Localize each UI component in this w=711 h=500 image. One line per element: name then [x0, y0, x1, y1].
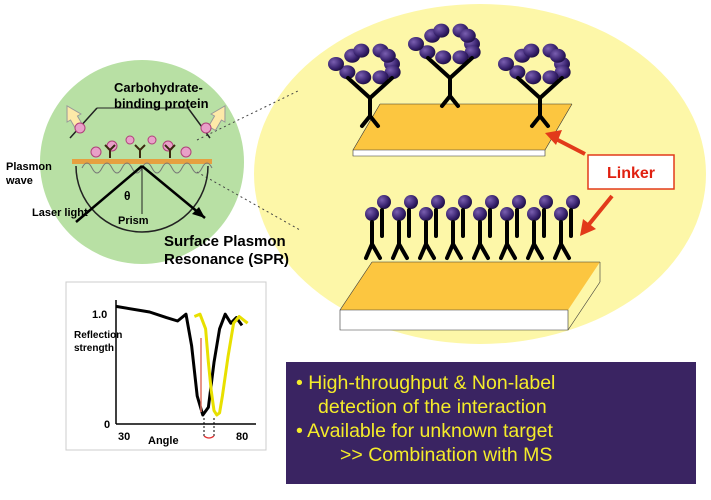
lower-linker [526, 208, 546, 260]
prism-label: Prism [118, 215, 149, 227]
protein-label-2: binding protein [114, 96, 209, 111]
sugar-bead [365, 207, 379, 221]
lower-linker [499, 208, 519, 260]
lower-linker [391, 208, 411, 260]
y-tick-0: 0 [104, 419, 110, 431]
shift-marker [203, 435, 215, 439]
upper-linker [346, 76, 394, 128]
sugar-bead [566, 195, 580, 209]
sugar-bead [523, 43, 540, 58]
chart-series-0 [115, 304, 244, 417]
sugar-bead [339, 65, 356, 80]
lower-linker [553, 208, 573, 260]
sugar-bead [554, 65, 571, 80]
sugar-bead [512, 195, 526, 209]
sugar-bead [500, 207, 514, 221]
chart-series-group [115, 304, 249, 417]
sugar-bead [527, 207, 541, 221]
theta-label: θ [124, 189, 131, 203]
resonance-dashes [203, 418, 215, 436]
laser-label: Laser light [32, 207, 88, 219]
chart-series-1 [193, 312, 249, 417]
lower-linker [472, 208, 492, 260]
sugar-bead [539, 195, 553, 209]
sugar-bead [404, 195, 418, 209]
sugar-bead [328, 57, 344, 71]
sugar-bead [377, 195, 391, 209]
sugar-bead [355, 70, 372, 85]
sugar-bead [549, 48, 566, 63]
x-tick-30: 30 [118, 431, 130, 443]
sugar-bead [485, 195, 499, 209]
upper-bead-group [328, 23, 571, 85]
sugar-bead [452, 50, 469, 65]
upper-linker [426, 56, 474, 108]
sugar-bead [408, 37, 424, 51]
sugar-bead [498, 57, 514, 71]
y-tick-1: 1.0 [92, 309, 107, 321]
chart-frame [65, 281, 267, 451]
plasmon-label-1: Plasmon [6, 161, 52, 173]
protein-label-1: Carbohydrate- [114, 80, 203, 95]
sugar-bead [464, 45, 481, 60]
sugar-bead [372, 70, 389, 85]
spr-title-2: Resonance (SPR) [164, 251, 289, 268]
sugar-bead [554, 207, 568, 221]
info-box: • High-throughput & Non-label detection … [286, 362, 696, 484]
sugar-bead [446, 207, 460, 221]
zoom-lines [196, 89, 301, 231]
sugar-bead [431, 195, 445, 209]
lower-linker [445, 208, 465, 260]
upper-linker-group [346, 56, 564, 128]
y-axis-label-1: Reflection [74, 330, 122, 341]
sugar-bead [419, 207, 433, 221]
lower-chip [339, 195, 601, 331]
lower-linker [418, 208, 438, 260]
info-line-4: >> Combination with MS [340, 444, 553, 466]
info-line-1: • High-throughput & Non-label [296, 372, 556, 394]
spr-apparatus [66, 105, 226, 233]
sugar-bead [433, 23, 450, 38]
linker-box [587, 154, 675, 190]
sugar-bead [509, 65, 526, 80]
sugar-bead [392, 207, 406, 221]
info-line-2: detection of the interaction [318, 396, 547, 418]
plasmon-label-2: wave [5, 175, 33, 187]
lower-linker-group [364, 208, 573, 260]
sugar-bead [435, 50, 452, 65]
sugar-bead [379, 48, 396, 63]
upper-linker [516, 76, 564, 128]
sugar-bead [419, 45, 436, 60]
lower-bead-group [365, 195, 580, 221]
linker-arrows [545, 130, 614, 236]
sugar-bead [542, 70, 559, 85]
sugar-bead [458, 195, 472, 209]
reflection-chart: Reflection strength Angle 1.0 0 30 80 [65, 281, 267, 451]
y-axis-label-2: strength [74, 343, 114, 354]
sugar-bead [384, 65, 401, 80]
spr-title-1: Surface Plasmon [164, 233, 286, 250]
sugar-bead [473, 207, 487, 221]
x-tick-80: 80 [236, 431, 248, 443]
x-axis-label: Angle [148, 435, 179, 447]
linker-label: Linker [607, 165, 655, 182]
lower-linker [364, 208, 384, 260]
sugar-bead [353, 43, 370, 58]
sugar-bead [525, 70, 542, 85]
info-line-3: • Available for unknown target [296, 420, 553, 442]
upper-chip [328, 23, 573, 157]
sugar-bead [459, 28, 476, 43]
